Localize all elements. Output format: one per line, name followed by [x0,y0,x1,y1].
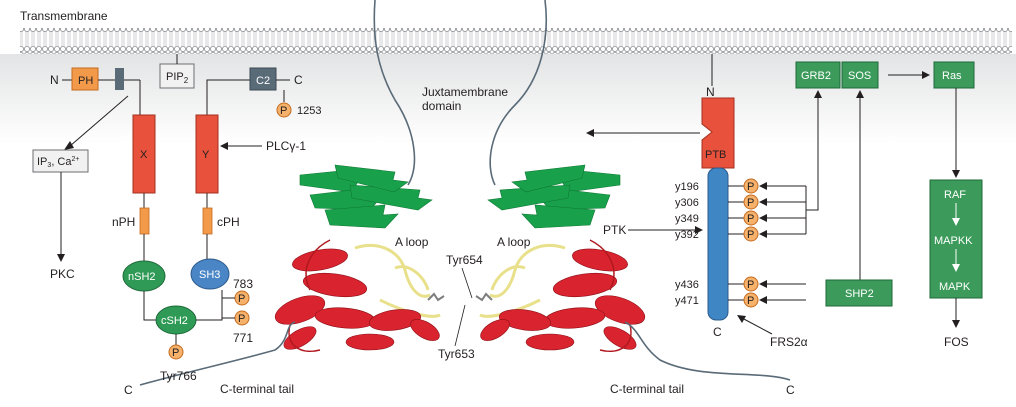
svg-text:P: P [747,229,754,241]
right-juxtamembrane-chain [489,0,548,186]
left-n-lobe-sheets [299,164,433,229]
p783-symbol: P [238,293,245,305]
right-c-terminal-tail-line [624,321,791,381]
fos-label: FOS [944,335,969,349]
plc-n-label: N [50,73,59,87]
tyr653-pointer [454,304,466,347]
ip3-ca-label: IP3, Ca2+ [37,156,79,169]
frs-c-label: C [713,325,722,339]
shp2-box [825,279,893,307]
ip3-arrow [69,95,129,147]
grb2-binding-bracket [764,96,819,235]
sos-box [841,61,879,89]
left-c-terminal-tail-line [139,321,296,386]
ef-hand-block [115,68,124,90]
ptb-domain [701,97,735,169]
c-right-label: C [786,383,795,397]
nph-domain [139,207,150,235]
c2-label: C2 [256,75,270,87]
left-c-lobe-helices [274,248,440,351]
site-y392: y392 [675,229,699,241]
site-y349: y349 [675,213,699,225]
p766-circle [168,344,184,360]
tyr654-label: Tyr654 [446,253,483,267]
sh3-domain [190,258,230,290]
x-label: X [140,149,148,161]
ras-box [933,61,975,89]
left-kinase-structure [274,164,445,352]
ph-domain [71,67,99,91]
ptk-label: PTK [603,223,626,237]
tyr653-label: Tyr653 [438,347,475,361]
svg-text:P: P [747,279,754,291]
nph-label: nPH [112,215,135,229]
frs-phosphosites: y196 y306 y349 y392 y436 y471 [675,181,699,307]
sos-label: SOS [848,70,871,82]
p1253-symbol: P [280,105,287,117]
mapk-cascade-box [929,179,983,299]
left-juxtamembrane-chain [373,0,416,186]
p771-symbol: P [238,313,245,325]
grb2-label: GRB2 [801,70,831,82]
frs2a-pointer [741,317,773,335]
pkc-label: PKC [50,267,75,281]
pip2-box [159,63,195,89]
frs2a-label: FRS2α [770,335,808,349]
ras-label: Ras [942,70,962,82]
juxtamembrane-label-1: Juxtamembrane [422,85,508,99]
bracket-arrowheads [759,90,822,238]
c-terminal-tail-right-label: C-terminal tail [610,382,684,396]
transmembrane-label: Transmembrane [20,9,108,23]
mapkk-label: MAPKK [934,235,973,247]
frs-n-label: N [706,85,715,99]
site-y471: y471 [675,295,699,307]
tyr766-label: Tyr766 [160,369,197,383]
plcg1-label: PLCγ-1 [266,139,306,153]
ptb-label: PTB [705,149,726,161]
plc-c-label: C [294,73,303,87]
p771-label: 771 [233,331,253,345]
svg-text:P: P [747,295,754,307]
p766-symbol: P [172,347,179,359]
grb2-box [795,61,841,89]
svg-text:P: P [747,213,754,225]
right-kinase-structure [475,164,646,352]
juxtamembrane-label-2: domain [422,99,461,113]
pip2-label: PIP2 [166,71,189,85]
p1253-label: 1253 [297,105,321,117]
site-y436: y436 [675,279,699,291]
c-terminal-tail-left-label: C-terminal tail [220,382,294,396]
cph-domain [202,207,213,235]
c2-domain [249,67,277,91]
p1253-circle [276,102,292,118]
a-loop-left-label: A loop [395,235,429,249]
svg-text:P: P [747,197,754,209]
cph-label: cPH [217,215,240,229]
raf-label: RAF [944,189,966,201]
sh3-label: SH3 [199,269,220,281]
p783-label: 783 [233,277,253,291]
frs2-body [707,167,729,321]
tyr654-pointer [461,267,473,299]
membrane-bilayer [20,28,1012,54]
frs-p-circles: P P P P P P [728,178,759,308]
svg-text:P: P [747,181,754,193]
shp2-label: SHP2 [845,288,874,300]
y-label: Y [202,149,210,161]
nsh2-label: nSH2 [128,271,156,283]
site-y196: y196 [675,181,699,193]
site-y306: y306 [675,197,699,209]
ph-label: PH [78,75,93,87]
c-left-label: C [124,383,133,397]
mapk-label: MAPK [939,281,971,293]
csh2-label: cSH2 [161,315,188,327]
a-loop-right-label: A loop [497,235,531,249]
